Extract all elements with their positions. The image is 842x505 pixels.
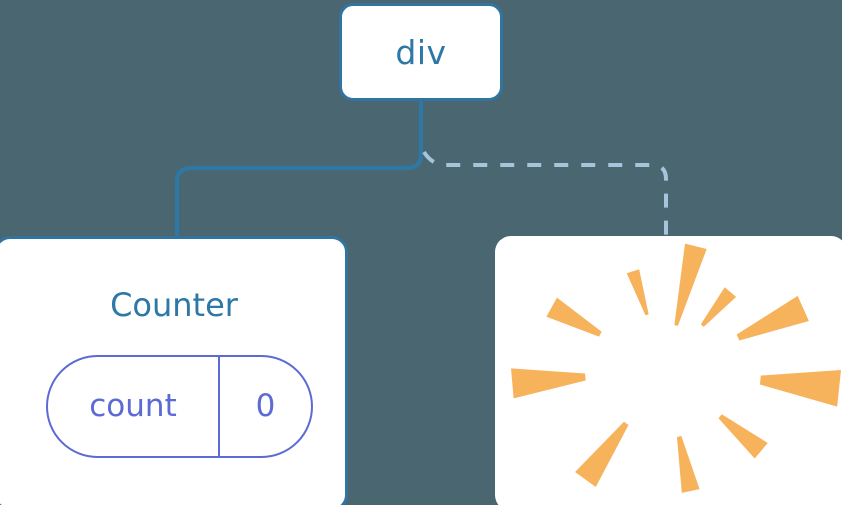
- sunburst-ray-1: [674, 243, 707, 326]
- sunburst-ray-6: [676, 436, 700, 493]
- edge-div-to-counter: [175, 100, 423, 240]
- node-counter[interactable]: Counter count 0: [0, 236, 348, 505]
- node-counter-title: Counter: [110, 286, 238, 324]
- sunburst-ray-10: [626, 269, 649, 316]
- sunburst-ray-5: [718, 414, 768, 459]
- sunburst-ray-7: [575, 421, 629, 488]
- node-div[interactable]: div: [339, 3, 503, 101]
- sunburst-ray-4: [759, 370, 841, 407]
- sunburst-ray-9: [546, 297, 602, 337]
- sunburst-ray-8: [511, 368, 586, 399]
- state-pill-count[interactable]: count 0: [46, 355, 313, 458]
- sunburst-ray-2: [700, 287, 737, 327]
- node-div-label: div: [395, 32, 447, 72]
- state-pill-value: 0: [255, 388, 276, 424]
- sunburst-icon: [511, 243, 841, 493]
- node-sunburst[interactable]: [495, 236, 842, 505]
- sunburst-ray-3: [736, 295, 809, 341]
- state-pill-key: count: [48, 357, 220, 456]
- edge-div-to-sunburst: [422, 150, 668, 240]
- sunburst-ray-group: [511, 243, 841, 493]
